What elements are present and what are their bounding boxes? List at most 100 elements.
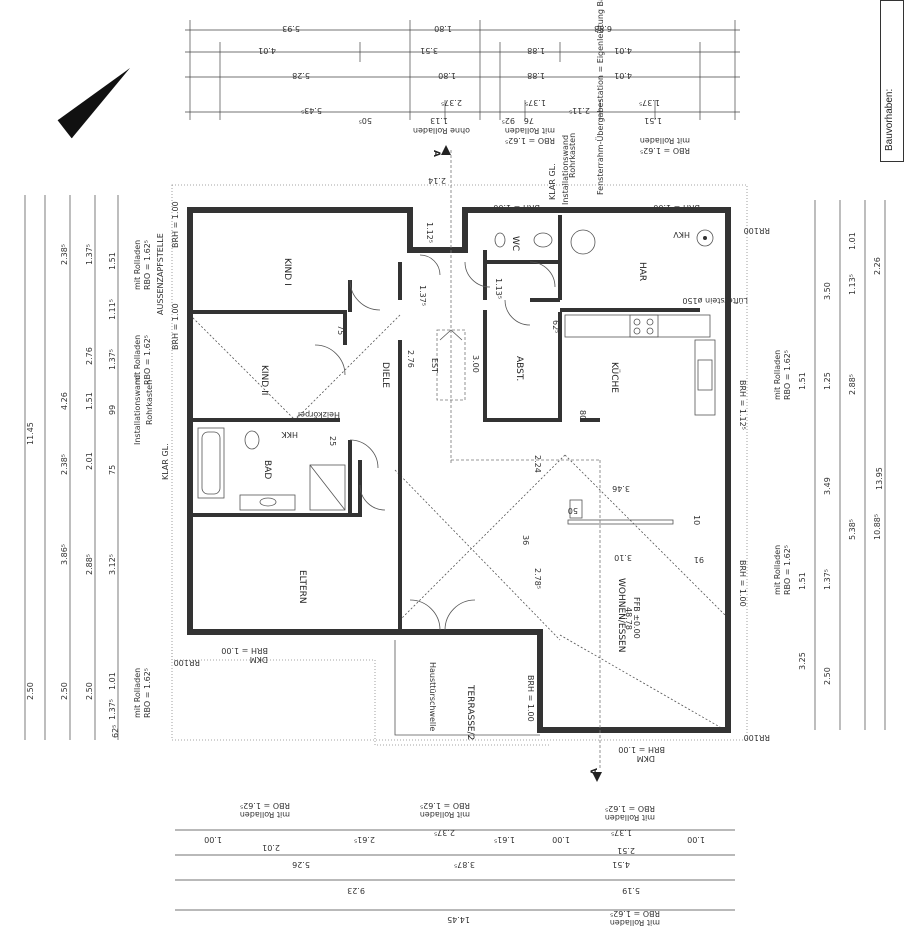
room-kind1: KIND I: [282, 258, 292, 286]
room-abst: ABST.: [514, 356, 524, 381]
mit-rolladen-bottom-3: mit Rolladen: [605, 813, 655, 822]
rohrkasten-top-label: Rohrkasten: [568, 133, 577, 178]
dim-left-7: 2.76: [85, 347, 94, 365]
dim-inner-3: 2.24: [533, 455, 542, 473]
bauvorhaben-box: Bauvorhaben:: [880, 0, 904, 162]
dim-bottom-5: 3.87⁵: [454, 860, 475, 869]
dim-inner-12: 75: [336, 325, 345, 335]
doors: [314, 254, 556, 631]
hkv-label: HKV: [673, 230, 690, 239]
brh-top2-label: BRH = 1.00: [493, 203, 540, 212]
dim-top-19: 92⁵: [502, 116, 515, 125]
dim-left-11: 2.38⁵: [60, 454, 69, 475]
rbo-bottom-1: RBO = 1.62⁵: [240, 801, 290, 810]
dim-bottom-12: 1.00: [552, 835, 570, 844]
rbo-top-1: RBO = 1.62⁵: [505, 136, 555, 145]
klar-gl-top-label: KLAR GL.: [548, 163, 557, 200]
dim-top-4: 4.01: [258, 46, 276, 55]
brh-terrasse-label: BRH = 1.00: [526, 675, 535, 722]
dim-top-2: 1.80: [434, 24, 452, 33]
dim-left-20: 1.37⁵: [108, 699, 117, 720]
dim-inner-15: 62⁵: [551, 320, 560, 333]
brh-right2-label: BRH = 1.00: [738, 560, 747, 607]
room-wohnen-ffb: FFB ±0.00: [632, 597, 641, 639]
dim-top-12: 5.43⁵: [301, 106, 322, 115]
dim-top-14: 1.37⁵: [525, 98, 546, 107]
dim-right-13: 1.51: [798, 572, 807, 590]
shower-icon: [309, 464, 346, 511]
bottom-dimensions: 14.45 9.23 5.19 5.26 3.87⁵ 4.51 2.61⁵ 2.…: [175, 801, 735, 926]
dim-inner-2: 3.00: [471, 355, 480, 373]
installationswand-label: Installationswand: [133, 375, 142, 445]
heizkoerper-label: Heizkörper: [296, 410, 340, 419]
dim-left-17: 2.50: [26, 682, 35, 700]
dim-bottom-2: 9.23: [347, 886, 365, 895]
dim-inner-6: 3.10: [614, 553, 632, 562]
ohne-rolladen-label: ohne Rolladen: [413, 126, 470, 135]
dim-left-15: 2.88⁵: [85, 554, 94, 575]
dim-inner-10: 2.14: [428, 176, 446, 185]
dim-right-7: 1.25: [823, 372, 832, 390]
rr100-bottom-label: RR100: [744, 733, 770, 742]
dim-left-1: 11.45: [26, 422, 35, 445]
mit-rolladen-right-1: mit Rolladen: [773, 350, 782, 400]
dim-bottom-14: 1.37⁵: [611, 828, 632, 837]
dim-bottom-6: 4.51: [612, 860, 630, 869]
mit-rolladen-bottom-2: mit Rolladen: [420, 810, 470, 819]
dim-inner-11: 36: [521, 535, 530, 545]
dim-top-17: 1.51: [644, 116, 662, 125]
klar-gl-label: KLAR GL.: [161, 443, 170, 480]
dim-top-16: 1.37⁵: [639, 98, 660, 107]
dim-inner-13: 25: [328, 436, 337, 446]
dim-left-14: 3.86⁵: [60, 544, 69, 565]
dim-bottom-15: 1.00: [687, 835, 705, 844]
hkk-label: HKK: [281, 430, 298, 439]
room-wohnen: WOHNEN/ESSEN: [616, 578, 626, 652]
dim-left-12: 2.01: [85, 452, 94, 470]
room-wohnen-area: 48.78: [624, 607, 633, 630]
right-dimensions: 13.95 2.26 1.01 3.50 1.13⁵ 2.88⁵ 1.25 1.…: [682, 200, 886, 730]
rr100-top-label: RR100: [744, 226, 770, 235]
dim-right-3: 1.01: [848, 232, 857, 250]
dim-top-1: 5.93: [282, 24, 300, 33]
section-arrow-bottom-icon: [592, 772, 602, 782]
installationswand-top-label: Installationswand: [561, 135, 570, 205]
section-a-bottom: A: [590, 768, 600, 775]
dim-top-20: 1.13: [430, 116, 448, 125]
brh-bottom-label: BRH = 1.00: [221, 646, 268, 655]
dim-left-9: 1.51: [85, 392, 94, 410]
room-eltern: ELTERN: [297, 570, 307, 604]
dim-top-8: 5.28: [292, 71, 310, 80]
dim-right-4: 3.50: [823, 282, 832, 300]
left-dimensions: 11.45 4.26 2.38⁵ 1.37⁵ 1.51 1.11⁵ 2.76 1…: [24, 195, 154, 740]
dim-bottom-3: 5.19: [622, 886, 640, 895]
dim-left-10: 99: [108, 405, 117, 415]
dim-inner-4: 2.78⁵: [533, 568, 542, 589]
dim-right-8: 1.51: [798, 372, 807, 390]
room-wc: WC: [510, 236, 520, 251]
aussenzapfstelle-label: AUSSENZAPFSTELLE: [156, 233, 165, 315]
dim-right-10: 10.88⁵: [873, 514, 882, 540]
room-diele: DIELE: [380, 362, 390, 388]
rbo-left-2: RBO = 1.62⁵: [143, 335, 152, 385]
dim-inner-8: 1.13⁵: [494, 278, 503, 299]
kitchen-counter-icon: [564, 314, 716, 416]
dim-bottom-11: 1.61⁵: [494, 835, 515, 844]
dim-top-13: 2.37⁵: [441, 98, 462, 107]
dim-left-18: 2.50: [60, 682, 69, 700]
dim-inner-14: 80: [578, 410, 587, 420]
dim-bottom-9: 1.00: [204, 835, 222, 844]
room-bad: BAD: [262, 460, 272, 479]
dim-left-16: 3.12⁵: [108, 554, 117, 575]
est-label: EST: [430, 358, 439, 373]
dim-left-6: 1.11⁵: [108, 299, 117, 320]
north-arrow-icon: [57, 68, 130, 139]
dim-right-1: 13.95: [875, 467, 884, 490]
luefter-label: Lüfterstein ø150: [682, 296, 748, 305]
mit-rolladen-left-1: mit Rolladen: [133, 240, 142, 290]
dim-inner-9: 1.12⁵: [425, 222, 434, 243]
rohrkasten-left-label: Rohrkasten: [145, 380, 154, 425]
dim-right-11: 5.38⁵: [848, 519, 857, 540]
stove-icon: [629, 314, 659, 338]
